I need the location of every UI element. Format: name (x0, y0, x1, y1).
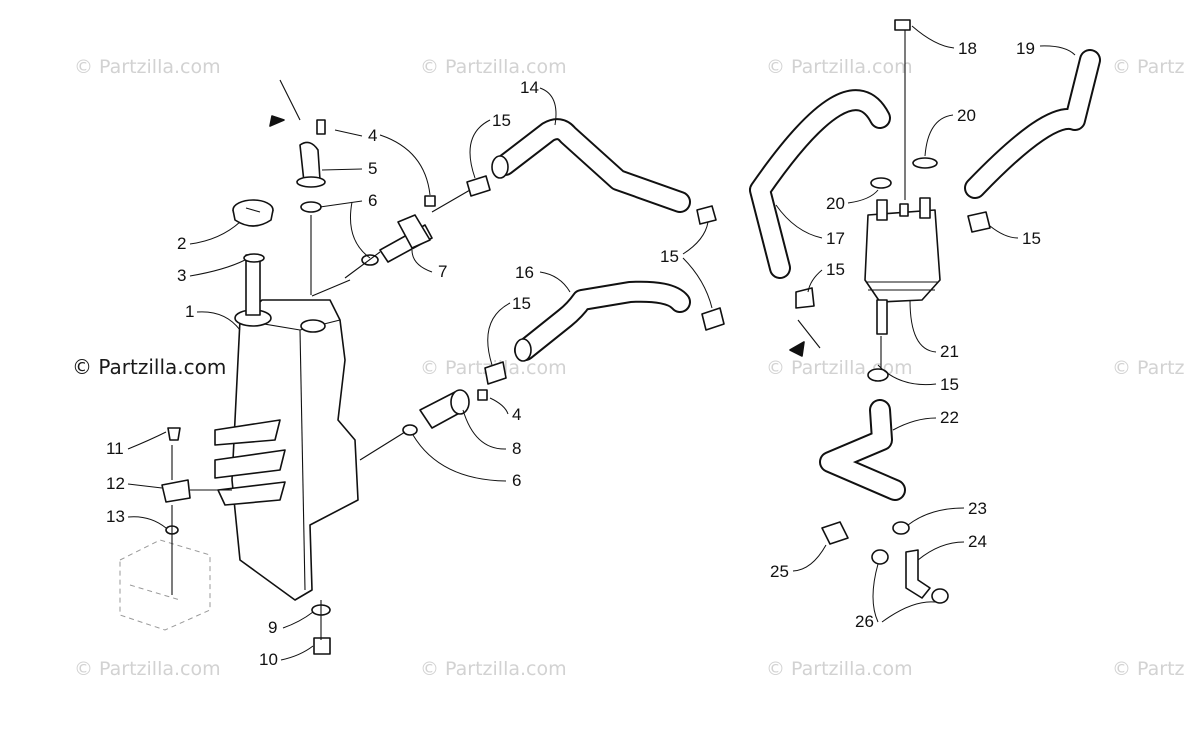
watermark-main: © Partzilla.com (72, 355, 226, 379)
callout-9: 9 (268, 618, 277, 637)
callout-3: 3 (177, 266, 186, 285)
callout-8: 8 (512, 439, 521, 458)
callout-26: 26 (855, 612, 874, 631)
fitting-8 (402, 389, 488, 436)
watermark-text: © Partzilla.com (766, 658, 913, 680)
callout-24: 24 (968, 532, 987, 551)
callout-6: 6 (512, 471, 521, 490)
hose-22 (819, 368, 906, 501)
watermark-text: © Partzilla.com (74, 56, 221, 78)
callout-15: 15 (1022, 229, 1041, 248)
callout-23: 23 (968, 499, 987, 518)
callout-15: 15 (492, 111, 511, 130)
callout-7: 7 (438, 262, 447, 281)
assembly-lines (171, 79, 471, 640)
watermark-text: © Partzilla.com (420, 658, 567, 680)
callout-17: 17 (826, 229, 845, 248)
elbow-5 (296, 119, 326, 213)
callout-21: 21 (940, 342, 959, 361)
callout-14: 14 (520, 78, 539, 97)
callouts: 1 2 3 4 5 6 7 14 15 15 16 15 4 8 6 (106, 25, 1076, 669)
hose-19 (964, 49, 1101, 233)
watermark-text: © Partzilla.com (766, 56, 913, 78)
callout-20: 20 (957, 106, 976, 125)
callout-5: 5 (368, 159, 377, 178)
assembly-lines-right (789, 30, 906, 370)
callout-1: 1 (185, 302, 194, 321)
watermark-text: © Partz (1112, 357, 1185, 379)
watermark-text: © Partz (1112, 56, 1185, 78)
callout-10: 10 (259, 650, 278, 669)
callout-15: 15 (940, 375, 959, 394)
callout-11: 11 (106, 439, 124, 458)
callout-18: 18 (958, 39, 977, 58)
watermark-text: © Partz (1112, 658, 1185, 680)
callout-12: 12 (106, 474, 125, 493)
watermark-text: © Partzilla.com (420, 56, 567, 78)
hose-14 (466, 118, 717, 225)
watermark-text: © Partzilla.com (74, 658, 221, 680)
fittings-23-26 (821, 521, 949, 604)
hose-16 (484, 280, 725, 385)
canister-21 (864, 19, 941, 335)
callout-19: 19 (1016, 39, 1035, 58)
cap-2 (232, 199, 274, 263)
callout-15: 15 (512, 294, 531, 313)
watermarks: © Partzilla.com © Partzilla.com © Partzi… (74, 56, 1185, 680)
callout-2: 2 (177, 234, 186, 253)
callout-13: 13 (106, 507, 125, 526)
fitting-7 (361, 195, 436, 266)
callout-4: 4 (368, 126, 377, 145)
callout-22: 22 (940, 408, 959, 427)
callout-4: 4 (512, 405, 521, 424)
callout-25: 25 (770, 562, 789, 581)
small-hardware (161, 427, 331, 655)
callout-16: 16 (515, 263, 534, 282)
callout-6: 6 (368, 191, 377, 210)
callout-15: 15 (826, 260, 845, 279)
hose-17 (749, 89, 891, 309)
callout-15: 15 (660, 247, 679, 266)
oil-tank (119, 254, 359, 631)
callout-20: 20 (826, 194, 845, 213)
